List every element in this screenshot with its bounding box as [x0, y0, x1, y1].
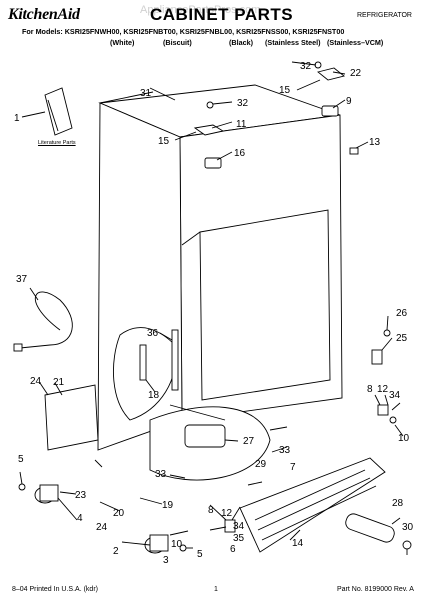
- callout-12b: 12: [221, 508, 233, 519]
- watermark: AppliancePartsPros.com: [140, 4, 261, 16]
- callout-4: 4: [77, 513, 83, 524]
- filter-28: [345, 513, 395, 543]
- callout-14: 14: [292, 538, 304, 549]
- callout-35: 35: [233, 533, 245, 544]
- top-hinge-left: [193, 124, 225, 169]
- callout-19: 19: [162, 500, 174, 511]
- callout-15a: 15: [158, 136, 170, 147]
- roller-assembly-4: [34, 484, 59, 504]
- callout-22: 22: [350, 68, 362, 79]
- callout-31: 31: [140, 88, 152, 99]
- roller-assembly-2: [144, 534, 169, 554]
- bracket-right: [377, 404, 389, 416]
- screw-32a: [206, 101, 214, 109]
- callout-27: 27: [243, 436, 255, 447]
- leader-lines: [19, 61, 408, 555]
- callout-5b: 5: [197, 549, 203, 560]
- callout-15b: 15: [279, 85, 291, 96]
- literature-parts-label: Literature Parts: [38, 140, 76, 146]
- finish-white: (White): [110, 38, 135, 47]
- model-list: For Models: KSRI25FNWH00, KSRI25FNBT00, …: [22, 27, 345, 36]
- power-cord: [19, 291, 73, 349]
- top-hinge-right: [317, 67, 345, 117]
- screw-26: [383, 329, 391, 337]
- callout-8b: 8: [208, 505, 214, 516]
- callout-23: 23: [75, 490, 87, 501]
- print-info: 8–04 Printed In U.S.A. (kdr): [12, 586, 98, 593]
- callout-32a: 32: [300, 61, 312, 72]
- product-category: REFRIGERATOR: [357, 12, 412, 19]
- finish-biscuit: (Biscuit): [163, 38, 192, 47]
- screw-5a: [18, 483, 26, 491]
- callout-33a: 33: [279, 445, 291, 456]
- callout-34b: 34: [233, 521, 245, 532]
- callout-28: 28: [392, 498, 404, 509]
- finish-black: (Black): [229, 38, 253, 47]
- page-title: CABINET PARTS: [150, 5, 294, 24]
- callout-24a: 24: [30, 376, 42, 387]
- callout-18: 18: [148, 390, 160, 401]
- callout-8a: 8: [367, 384, 373, 395]
- callout-37: 37: [16, 274, 28, 285]
- clip-13: [349, 147, 359, 155]
- callout-7: 7: [290, 462, 296, 473]
- callout-25: 25: [396, 333, 408, 344]
- callout-36: 36: [147, 328, 159, 339]
- part-number: Part No. 8199000 Rev. A: [337, 586, 414, 593]
- callout-29: 29: [255, 459, 267, 470]
- callout-34a: 34: [389, 390, 401, 401]
- brand-logo: KitchenAid: [8, 6, 80, 23]
- callout-labels: 1 2 3 4 5 5 6 7 8 8 9 10 10 11 12 12 13 …: [14, 61, 414, 566]
- callout-30: 30: [402, 522, 414, 533]
- callout-26: 26: [396, 308, 408, 319]
- page-number: 1: [214, 586, 218, 593]
- callout-11: 11: [236, 119, 247, 130]
- back-panel-21: [44, 384, 99, 451]
- callout-2: 2: [113, 546, 119, 557]
- callout-16: 16: [234, 148, 246, 159]
- callout-32b: 32: [237, 98, 249, 109]
- finish-stainless-vcm: (Stainless–VCM): [327, 38, 384, 47]
- cord-plug: [13, 343, 23, 352]
- compressor-shroud: [184, 424, 226, 448]
- callout-10b: 10: [171, 539, 183, 550]
- tube-36: [171, 329, 179, 391]
- screw-10: [389, 416, 397, 424]
- callout-12a: 12: [377, 384, 389, 395]
- heater-18: [139, 344, 147, 381]
- callout-9: 9: [346, 96, 352, 107]
- callout-3: 3: [163, 555, 169, 566]
- finish-stainless: (Stainless Steel): [265, 38, 321, 47]
- callout-1: 1: [14, 113, 20, 124]
- callout-21: 21: [53, 377, 65, 388]
- callout-10a: 10: [398, 433, 410, 444]
- toe-grille-14: [239, 457, 386, 553]
- bracket-left: [224, 519, 236, 533]
- callout-33b: 33: [155, 469, 167, 480]
- callout-5a: 5: [18, 454, 24, 465]
- callout-20: 20: [113, 508, 125, 519]
- callout-6: 6: [230, 544, 236, 555]
- leg-25: [371, 349, 383, 365]
- callout-24b: 24: [96, 522, 108, 533]
- cap-30: [402, 540, 412, 550]
- callout-13: 13: [369, 137, 381, 148]
- literature-booklet: [21, 87, 73, 136]
